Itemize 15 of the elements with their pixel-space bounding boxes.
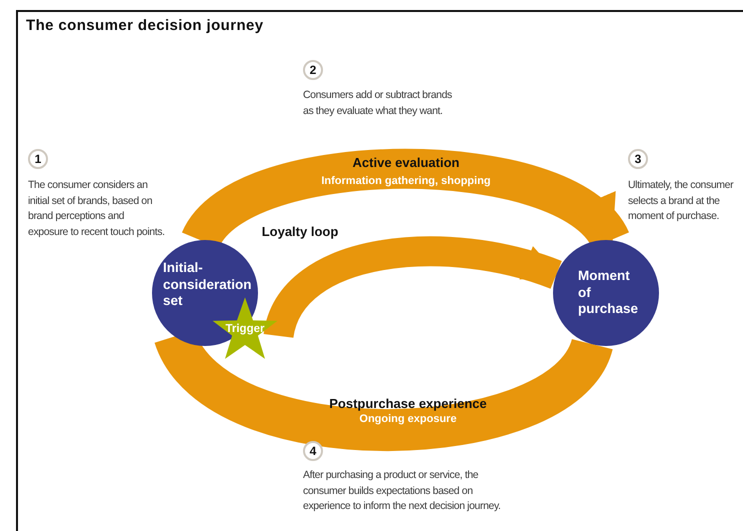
step-number: 1 bbox=[28, 149, 48, 169]
step-description: Ultimately, the consumer selects a brand at the moment of purchase. bbox=[628, 178, 734, 224]
title: The consumer decision journey bbox=[26, 17, 264, 34]
flow-band bbox=[264, 236, 562, 340]
step-description: After purchasing a product or service, the consumer builds expectations based on experience to inform the next decision journey. bbox=[303, 468, 502, 514]
edge-label: Active evaluation bbox=[352, 155, 460, 170]
edge-label: Loyalty loop bbox=[262, 224, 338, 239]
step-description: The consumer considers an initial set of brands, based on brand perceptions and exposure to recent touch points. bbox=[28, 178, 166, 240]
stage-subtitle: Information gathering, shopping bbox=[321, 175, 491, 187]
step-number: 3 bbox=[628, 149, 648, 169]
step-number: 4 bbox=[303, 441, 323, 461]
step-description: Consumers add or subtract brands as they evaluate what they want. bbox=[303, 88, 453, 119]
stage-subtitle: Ongoing exposure bbox=[359, 413, 457, 425]
step-number: 2 bbox=[303, 60, 323, 80]
stage-circle: Moment of purchase bbox=[553, 240, 659, 346]
